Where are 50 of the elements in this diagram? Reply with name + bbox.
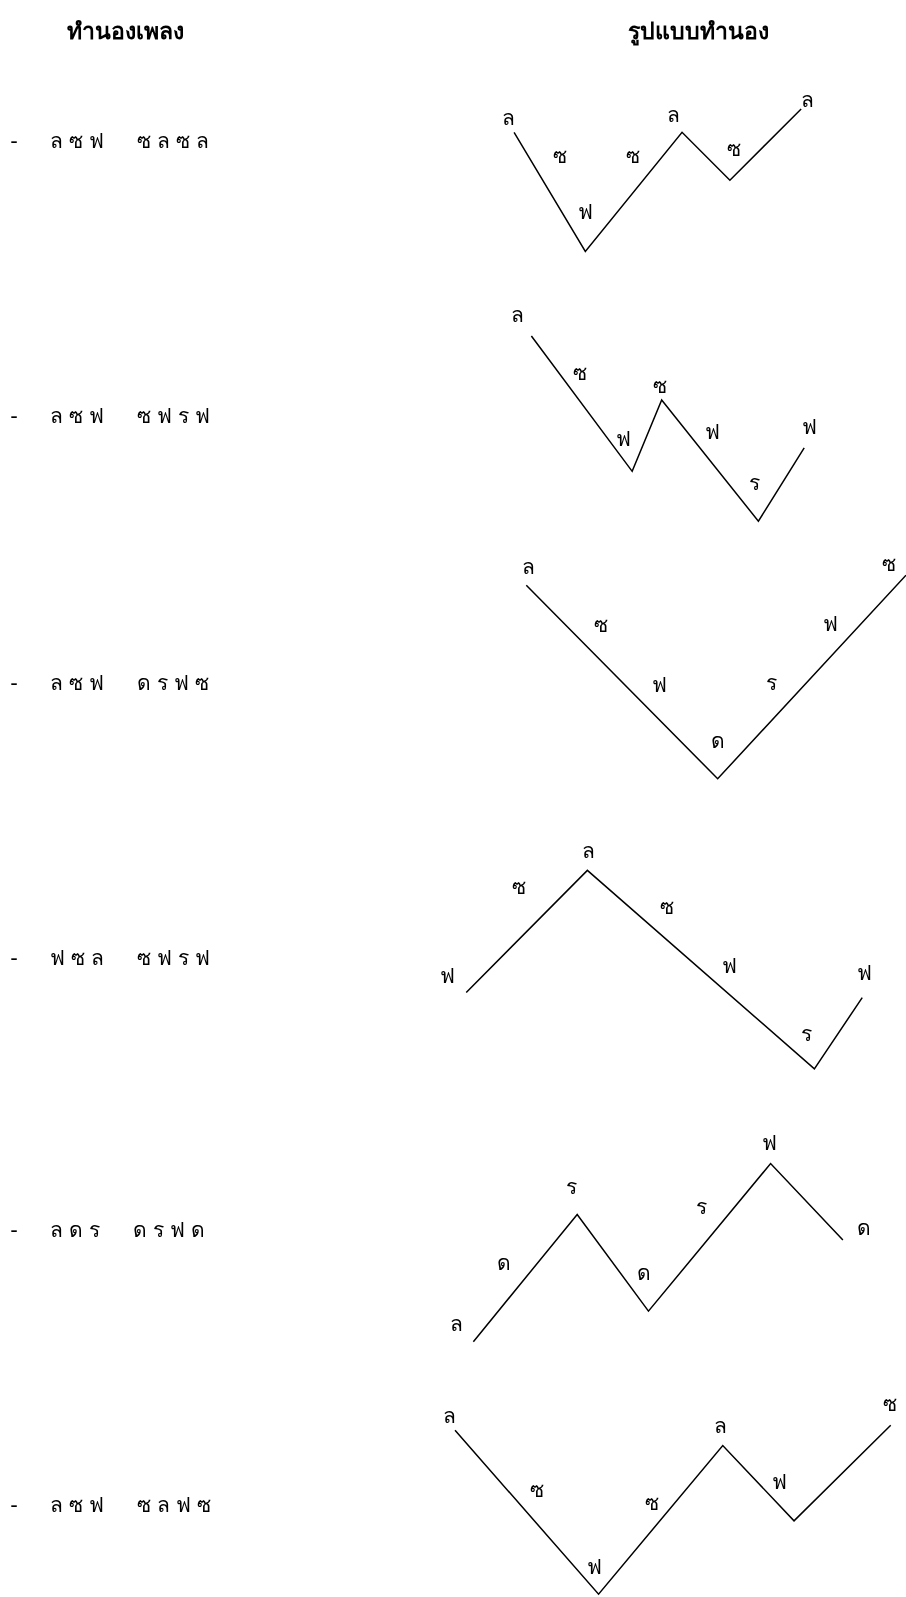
note-label: ล	[502, 104, 516, 132]
note-label: ซ	[512, 873, 527, 901]
note-label: ล	[800, 86, 814, 114]
column-heading: รูปแบบทำนอง	[627, 16, 769, 48]
note-label: ซ	[626, 142, 641, 170]
note-label: ด	[496, 1249, 511, 1277]
note-label: ฟ	[577, 198, 593, 226]
melody-text: - ลซฟ ซฟรฟ	[10, 402, 217, 430]
note-label: ซ	[659, 893, 674, 921]
note-label: ร	[766, 669, 778, 697]
note-label: ฟ	[440, 962, 456, 990]
note-label: ซ	[652, 372, 667, 400]
melody-text: - ลซฟ ซลฟซ	[10, 1491, 218, 1519]
note-label: ล	[667, 101, 681, 129]
column-heading: ทำนองเพลง	[66, 16, 184, 46]
note-label: ด	[710, 727, 725, 755]
note-label: ล	[510, 301, 524, 329]
note-label: ซ	[573, 359, 588, 387]
note-label: ซ	[881, 550, 896, 578]
note-label: ซ	[726, 135, 741, 163]
note-label: ด	[857, 1214, 872, 1242]
note-label: ร	[800, 1020, 812, 1048]
note-label: ล	[714, 1412, 728, 1440]
note-label: ล	[449, 1310, 463, 1338]
note-label: ซ	[644, 1489, 659, 1516]
note-label: ซ	[530, 1476, 545, 1504]
note-label: ฟ	[772, 1468, 788, 1496]
melody-text: - ลซฟ ดรฟซ	[10, 669, 216, 697]
note-label: ฟ	[587, 1553, 602, 1581]
note-label: ร	[695, 1193, 707, 1221]
note-label: ฟ	[801, 413, 817, 440]
note-label: ฟ	[722, 952, 738, 980]
note-label: ร	[748, 469, 760, 496]
note-label: ฟ	[856, 959, 872, 987]
note-label: ล	[581, 837, 595, 865]
note-label: ฟ	[762, 1129, 778, 1157]
melody-text: - ลซฟ ซลซล	[10, 127, 216, 155]
note-label: ร	[565, 1173, 577, 1201]
note-label: ฟ	[705, 418, 721, 446]
note-label: ซ	[552, 142, 567, 170]
note-label: ล	[521, 553, 535, 581]
note-label: ด	[637, 1259, 652, 1287]
note-label: ซ	[882, 1390, 897, 1418]
note-label: ฟ	[823, 610, 839, 638]
melody-text: - ฟซล ซฟรฟ	[10, 944, 217, 972]
note-label: ฟ	[652, 671, 668, 699]
melody-text: - ลดร ดรฟด	[10, 1216, 212, 1244]
note-label: ฟ	[615, 425, 631, 453]
note-label: ล	[443, 1402, 457, 1430]
note-label: ซ	[593, 611, 608, 639]
